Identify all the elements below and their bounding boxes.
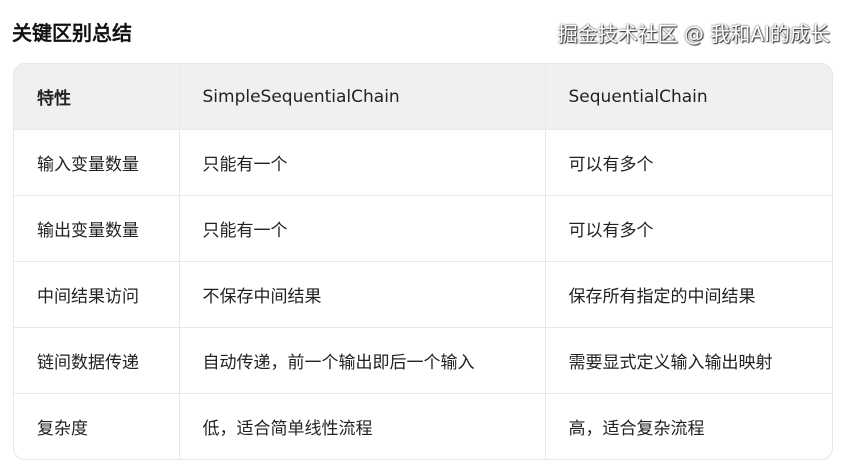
table-row: 链间数据传递自动传递，前一个输出即后一个输入需要显式定义输入输出映射 [14, 327, 832, 394]
table-cell: 低，适合简单线性流程 [179, 393, 546, 459]
table-row: 中间结果访问不保存中间结果保存所有指定的中间结果 [14, 261, 832, 328]
comparison-table: 特性 SimpleSequentialChain SequentialChain… [13, 63, 833, 460]
table-cell: 高，适合复杂流程 [568, 419, 705, 439]
section-title: 关键区别总结 [12, 21, 132, 45]
table-cell: 只能有一个 [179, 195, 546, 262]
table-cell: 中间结果访问 [14, 261, 180, 328]
table-cell: 自动传递，前一个输出即后一个输入 [179, 327, 546, 394]
table-cell: 不保存中间结果 [179, 261, 546, 328]
watermark: 掘金技术社区 @ 我和AI的成长 [557, 22, 830, 46]
table-cell: 只能有一个 [179, 129, 546, 196]
table-row: 复杂度低，适合简单线性流程 高，适合复杂流程 [14, 393, 832, 459]
table-row: 输入变量数量只能有一个可以有多个 [14, 129, 832, 196]
table-cell: 输出变量数量 [14, 195, 180, 262]
header-cell: 特性 [14, 64, 180, 130]
table-row: 输出变量数量只能有一个可以有多个 [14, 195, 832, 262]
header-cell: SimpleSequentialChain [179, 64, 546, 130]
table-cell: 链间数据传递 [14, 327, 180, 394]
table-cell: 保存所有指定的中间结果 [545, 261, 832, 328]
table-cell: 需要显式定义输入输出映射 [545, 327, 832, 394]
table-cell: 复杂度 [14, 393, 180, 459]
table-cell: 可以有多个 [545, 129, 832, 196]
header-cell: SequentialChain [545, 64, 832, 130]
table-cell: 可以有多个 [545, 195, 832, 262]
table-header-row: 特性 SimpleSequentialChain SequentialChain [14, 64, 832, 130]
table-cell: 输入变量数量 [14, 129, 180, 196]
